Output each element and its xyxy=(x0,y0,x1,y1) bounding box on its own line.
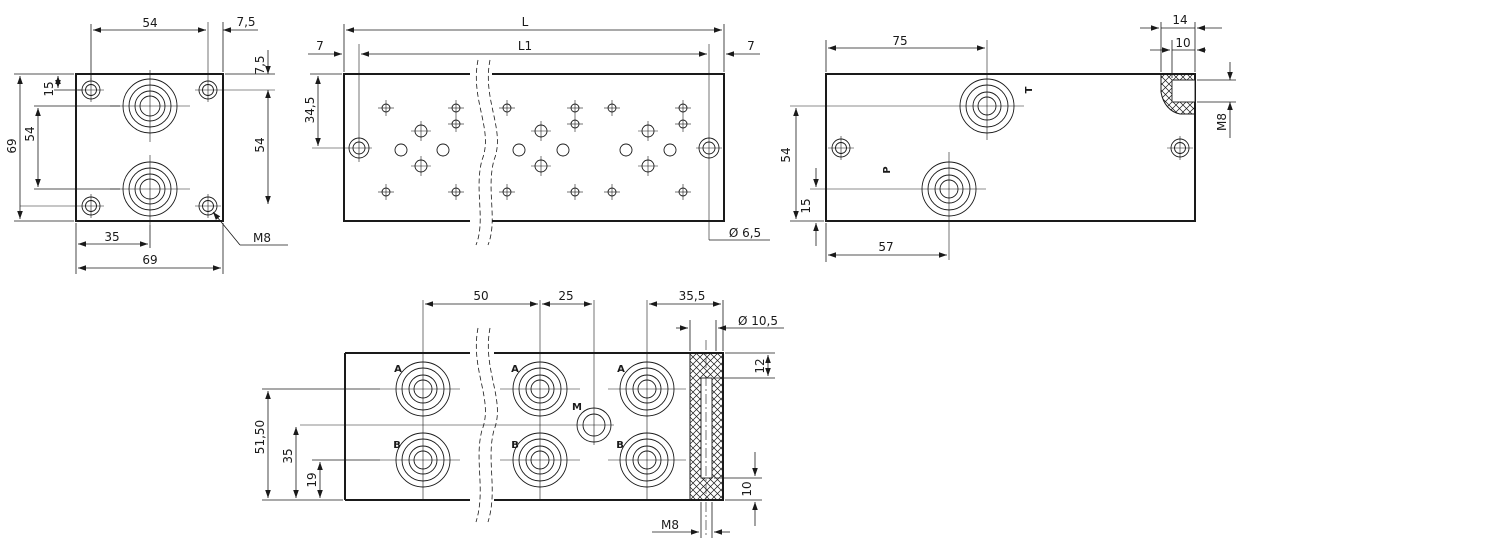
dim-bottom-25: 25 xyxy=(558,289,573,303)
dim-long-top-L: L xyxy=(522,15,529,29)
bottom-port-b-label-2: B xyxy=(511,440,519,451)
dim-front-bottom-69: 69 xyxy=(142,253,157,267)
dim-side-top-14: 14 xyxy=(1172,13,1187,27)
dim-side-bottom-57: 57 xyxy=(878,240,893,254)
dim-side-left-54: 54 xyxy=(779,147,793,162)
side-port-p-label: P xyxy=(882,166,893,173)
bottom-port-b-label-1: B xyxy=(393,440,401,451)
break-line-bottom-right xyxy=(487,327,498,523)
dim-side-top-75: 75 xyxy=(892,34,907,48)
side-port-p xyxy=(810,152,986,260)
side-port-t-label: T xyxy=(1024,86,1035,93)
side-body xyxy=(825,73,1196,222)
dim-front-left-15: 15 xyxy=(42,81,56,96)
dim-side-left-15: 15 xyxy=(799,198,813,213)
long-bottom-view: A A A B B B M 50 25 35,5 Ø 10,5 12 10 M8 xyxy=(253,289,784,538)
dim-bottom-35-5: 35,5 xyxy=(679,289,706,303)
front-port-upper xyxy=(110,70,190,142)
dim-long-top-L1: L1 xyxy=(518,39,532,53)
dim-front-right-54: 54 xyxy=(253,137,267,152)
dim-side-top-10: 10 xyxy=(1175,36,1190,50)
side-holes xyxy=(828,136,1193,160)
front-port-lower xyxy=(110,155,190,225)
bottom-port-m-label: M xyxy=(572,402,582,413)
dim-bottom-v-10: 10 xyxy=(740,481,754,496)
dim-front-bottom-35: 35 xyxy=(104,230,119,244)
dim-side-thread-m8: M8 xyxy=(1215,113,1229,131)
long-bottom-body xyxy=(345,352,724,501)
front-body xyxy=(75,73,224,222)
bottom-port-a-label-1: A xyxy=(394,364,402,375)
long-top-small-holes xyxy=(378,100,691,200)
bottom-port-a-label-3: A xyxy=(617,364,625,375)
long-top-valve-holes xyxy=(394,121,677,176)
break-line-bottom-left xyxy=(475,327,486,523)
dim-bottom-thread-m8: M8 xyxy=(661,518,679,532)
dim-bottom-h-19: 19 xyxy=(305,472,319,487)
dim-bottom-h-35: 35 xyxy=(281,448,295,463)
dim-front-left-54: 54 xyxy=(23,126,37,141)
bottom-port-b-label-3: B xyxy=(616,440,624,451)
front-view: 54 7,5 7,5 54 69 54 15 35 69 M8 xyxy=(5,15,288,274)
dim-long-top-dia-6-5: Ø 6,5 xyxy=(729,226,761,240)
dim-bottom-h-51-50: 51,50 xyxy=(253,420,267,454)
long-top-view: L L1 7 7 34,5 Ø 6,5 xyxy=(303,15,770,250)
dim-front-thread-m8: M8 xyxy=(253,231,271,245)
bottom-port-a-label-2: A xyxy=(511,364,519,375)
bottom-ports xyxy=(300,300,686,500)
dim-front-right-7-5: 7,5 xyxy=(253,55,267,74)
dim-bottom-v-12: 12 xyxy=(753,358,767,373)
dim-long-top-left-7: 7 xyxy=(316,39,324,53)
break-line-left xyxy=(475,59,486,246)
dim-front-top-54: 54 xyxy=(142,16,157,30)
long-top-body xyxy=(343,73,725,222)
break-line-right xyxy=(487,59,498,246)
dim-front-top-7-5: 7,5 xyxy=(236,15,255,29)
side-port-t xyxy=(790,40,1024,140)
dim-long-top-right-7: 7 xyxy=(747,39,755,53)
front-corner-holes xyxy=(20,22,275,218)
dim-bottom-dia-10-5: Ø 10,5 xyxy=(738,314,778,328)
dim-bottom-50: 50 xyxy=(473,289,488,303)
side-view: T P 75 14 10 xyxy=(779,13,1236,262)
dim-front-left-69: 69 xyxy=(5,138,19,153)
long-top-end-holes xyxy=(312,44,722,240)
dim-long-top-h-34-5: 34,5 xyxy=(303,97,317,124)
